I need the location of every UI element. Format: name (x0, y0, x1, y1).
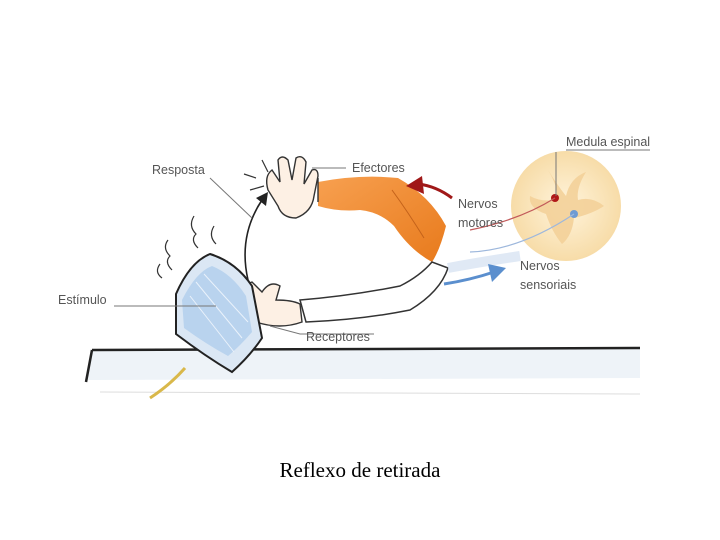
table-surface (86, 348, 640, 394)
label-nervos-sensoriais-2: sensoriais (520, 278, 576, 292)
label-nervos-motores-1: Nervos (458, 197, 498, 211)
label-nervos-motores-2: motores (458, 216, 503, 230)
hand-icon (244, 157, 318, 218)
label-resposta: Resposta (152, 163, 205, 177)
label-nervos-sensoriais-1: Nervos (520, 259, 560, 273)
label-receptores: Receptores (306, 330, 370, 344)
arm-sensory (300, 256, 520, 322)
label-efectores: Efectores (352, 161, 405, 175)
label-medula-espinal: Medula espinal (566, 135, 650, 149)
arm-effector (318, 177, 446, 262)
label-estimulo: Estímulo (58, 293, 107, 307)
figure-caption: Reflexo de retirada (0, 458, 720, 483)
spinal-cord-icon (511, 151, 621, 261)
response-arrow (245, 192, 268, 280)
